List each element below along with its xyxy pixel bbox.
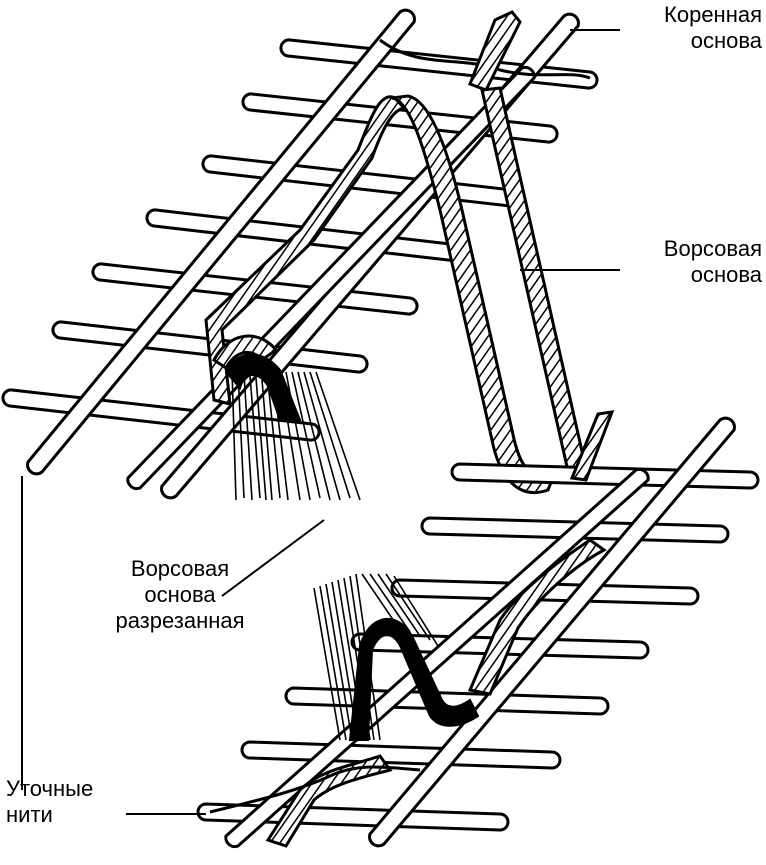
label-cut-pile-warp-line2: основа	[144, 582, 216, 607]
label-pile-warp: Ворсовая основа	[624, 236, 762, 288]
label-cut-pile-warp: Ворсовая основа разрезанная	[80, 556, 280, 634]
pile-warp-twisted-upper	[204, 10, 590, 494]
label-weft-threads-line1: Уточные	[6, 776, 94, 801]
cut-pile-loop-upper	[224, 353, 302, 421]
root-warp-thread-upper	[379, 38, 591, 80]
label-cut-pile-warp-line1: Ворсовая	[130, 556, 230, 581]
lower-warp-rods	[224, 416, 736, 849]
pile-warp-twisted-lower	[265, 410, 615, 848]
lower-weft-rods	[196, 462, 760, 832]
label-pile-warp-line1: Ворсовая	[663, 236, 762, 261]
leader-lines	[21, 29, 620, 815]
label-root-warp-line2: основа	[690, 28, 762, 53]
label-weft-threads: Уточные нити	[6, 776, 136, 828]
label-root-warp: Коренная основа	[624, 2, 762, 54]
cut-pile-loop-lower	[348, 618, 480, 741]
label-weft-threads-line2: нити	[6, 802, 53, 827]
label-pile-warp-line2: основа	[690, 262, 762, 287]
label-root-warp-line1: Коренная	[664, 2, 762, 27]
label-cut-pile-warp-line3: разрезанная	[115, 608, 245, 633]
root-warp-thread-lower	[209, 765, 421, 814]
cut-pile-fringe-upper	[231, 369, 361, 501]
